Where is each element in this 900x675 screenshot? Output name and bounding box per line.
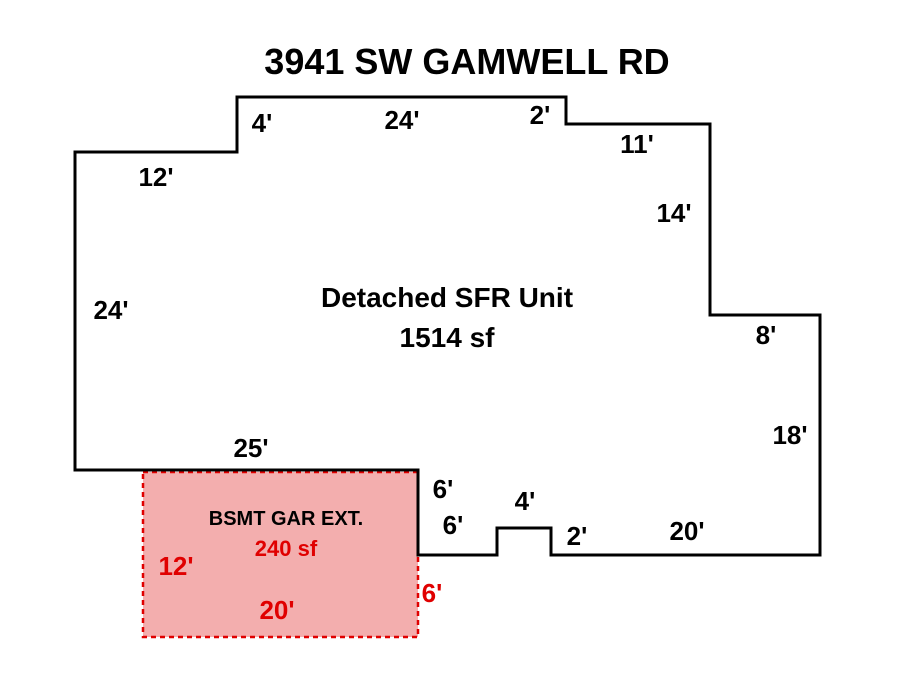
- garage-name-label: BSMT GAR EXT.: [209, 508, 363, 530]
- unit-name-label: Detached SFR Unit: [321, 282, 573, 313]
- garage-dim-left-12: 12': [158, 551, 193, 581]
- dim-label-bottom-step-2: 2': [567, 521, 588, 551]
- dim-label-top-left-12: 12': [138, 162, 173, 192]
- building-outline: [73, 95, 822, 557]
- garage-area-label: 240 sf: [255, 536, 318, 561]
- dim-label-notch-4: 4': [252, 108, 273, 138]
- garage-extension-area: [141, 470, 420, 639]
- dim-label-right-8: 8': [756, 320, 777, 350]
- unit-area-label: 1514 sf: [400, 322, 496, 353]
- dim-label-right-14: 14': [656, 198, 691, 228]
- page-title: 3941 SW GAMWELL RD: [264, 41, 669, 82]
- garage-dim-right-6: 6': [422, 578, 443, 608]
- dim-label-left-24: 24': [93, 295, 128, 325]
- dim-label-right-18: 18': [772, 420, 807, 450]
- dim-label-top-step-2: 2': [530, 100, 551, 130]
- dim-label-bottom-right-20: 20': [669, 516, 704, 546]
- dim-label-bottom-25: 25': [233, 433, 268, 463]
- garage-dim-bottom-20: 20': [259, 595, 294, 625]
- dim-label-bottom-notch-4: 4': [515, 486, 536, 516]
- dim-label-upper-right-11: 11': [620, 129, 654, 159]
- dim-label-mid-horiz-6: 6': [443, 510, 464, 540]
- dim-label-mid-vert-6: 6': [433, 474, 454, 504]
- dim-label-top-24: 24': [384, 105, 419, 135]
